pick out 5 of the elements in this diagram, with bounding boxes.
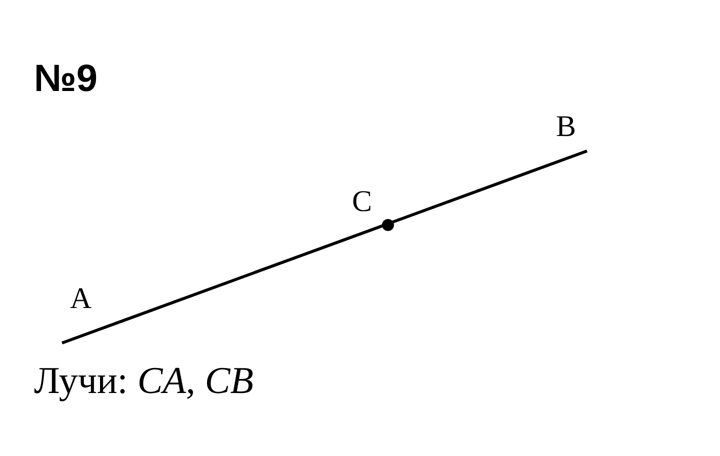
problem-number: №9 [34, 60, 98, 98]
point-label: B [556, 112, 576, 142]
answer-text: Лучи: CA, CB [34, 362, 254, 400]
point-label: A [70, 284, 92, 314]
point-label: C [352, 187, 372, 217]
